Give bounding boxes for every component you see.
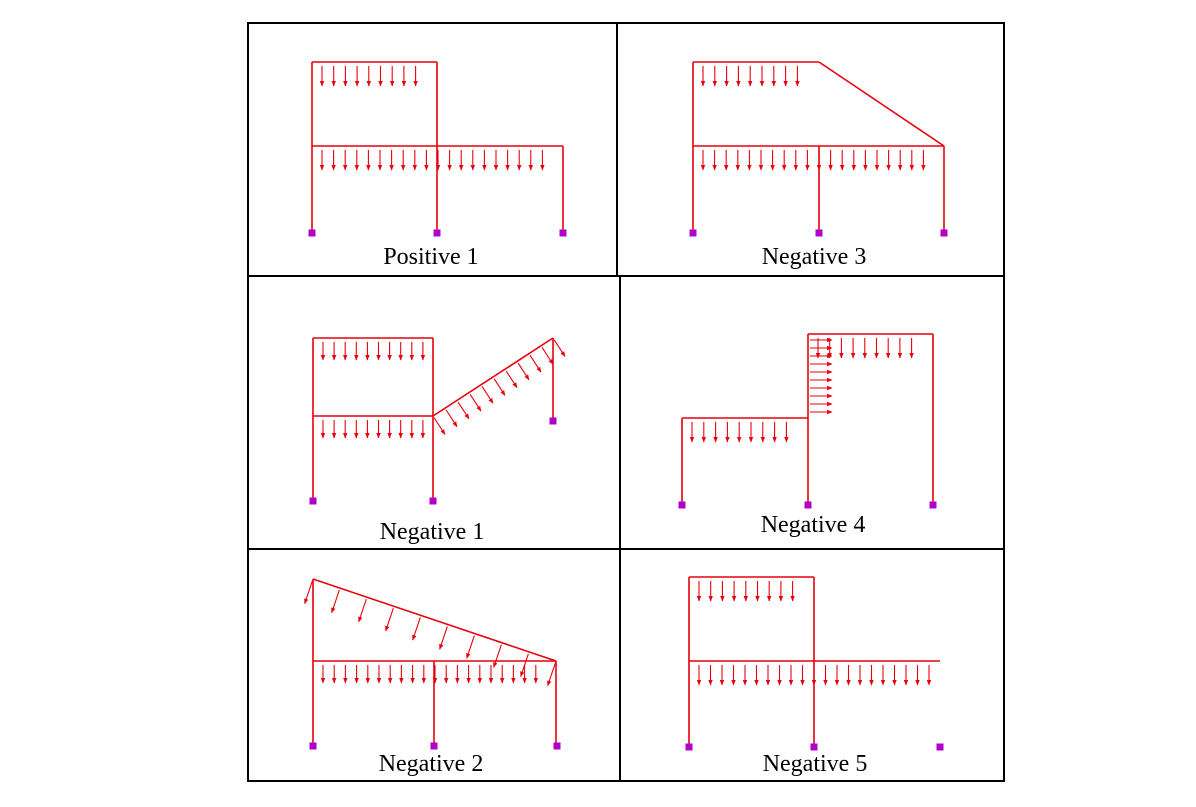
load-arrow xyxy=(529,354,542,373)
frame-member xyxy=(432,337,554,417)
fixed-support xyxy=(689,229,697,237)
panel-negative-1 xyxy=(309,337,566,505)
panel-negative-2 xyxy=(304,578,561,750)
fixed-support xyxy=(549,417,557,425)
panel-negative-4 xyxy=(678,333,937,509)
load-arrow xyxy=(439,626,448,650)
fixed-support xyxy=(929,501,937,509)
fixed-support xyxy=(936,743,944,751)
load-arrow xyxy=(466,635,475,659)
frame-member xyxy=(818,61,945,147)
panel-label-negative-3: Negative 3 xyxy=(762,244,867,270)
panel-positive-1 xyxy=(308,61,567,237)
fixed-support xyxy=(430,742,438,750)
load-arrow xyxy=(517,362,530,381)
load-arrow xyxy=(547,662,556,687)
fixed-support xyxy=(804,501,812,509)
load-arrow xyxy=(469,393,482,412)
load-arrow xyxy=(481,386,494,404)
fixed-support xyxy=(308,229,316,237)
load-arrow xyxy=(331,589,340,614)
load-arrow xyxy=(505,370,518,389)
fixed-support xyxy=(940,229,948,237)
fixed-support xyxy=(309,742,317,750)
load-arrow xyxy=(433,417,446,435)
fixed-support xyxy=(678,501,686,509)
panel-label-negative-1: Negative 1 xyxy=(380,519,485,545)
load-arrow xyxy=(457,401,470,420)
panel-label-positive-1: Positive 1 xyxy=(383,244,478,270)
panel-negative-3 xyxy=(689,61,948,237)
panel-label-negative-2: Negative 2 xyxy=(379,751,484,777)
fixed-support xyxy=(810,743,818,751)
frame-member xyxy=(312,578,557,662)
load-arrow xyxy=(445,409,458,428)
fixed-support xyxy=(433,229,441,237)
load-arrow xyxy=(493,644,502,668)
fixed-support xyxy=(429,497,437,505)
load-arrow xyxy=(493,378,506,396)
load-arrow xyxy=(412,617,421,641)
load-arrow xyxy=(541,347,554,365)
load-arrow xyxy=(358,598,367,623)
load-arrow xyxy=(304,580,313,605)
load-arrow xyxy=(553,339,566,357)
load-arrow xyxy=(385,608,394,632)
fixed-support xyxy=(553,742,561,750)
fixed-support xyxy=(559,229,567,237)
panel-label-negative-4: Negative 4 xyxy=(761,512,866,538)
panel-negative-5 xyxy=(685,576,944,751)
fixed-support xyxy=(815,229,823,237)
fixed-support xyxy=(685,743,693,751)
panel-label-negative-5: Negative 5 xyxy=(763,751,868,777)
table-grid xyxy=(247,22,1005,782)
fixed-support xyxy=(309,497,317,505)
